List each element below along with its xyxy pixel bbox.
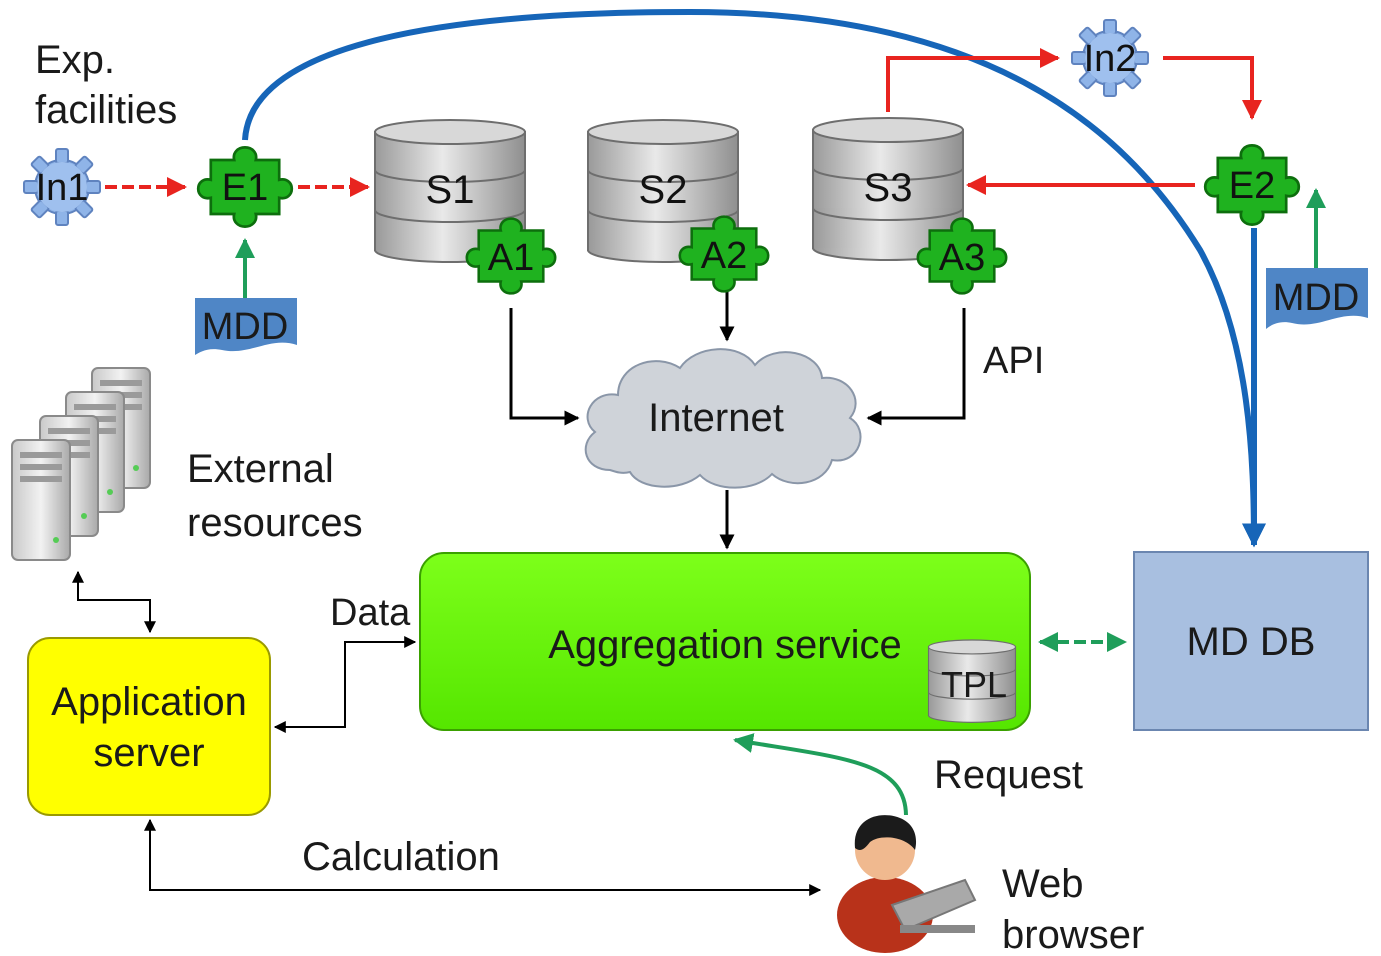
web-browser-label-line2: browser <box>1002 913 1144 956</box>
e1-label: E1 <box>222 167 268 209</box>
s2-label: S2 <box>639 168 688 212</box>
a2-label: A2 <box>701 235 747 277</box>
data-label: Data <box>330 592 411 634</box>
black-arrow-servers-appserver <box>72 570 156 634</box>
application-server-label-line1: Application <box>51 680 247 724</box>
tpl-label: TPL <box>941 664 1007 705</box>
black-arrow-a1-internet <box>509 308 580 426</box>
calculation-label: Calculation <box>302 835 500 879</box>
request-label: Request <box>934 753 1083 797</box>
md-db-box <box>1133 551 1369 731</box>
blue-arrow-e1-to-mddb <box>242 8 1266 548</box>
mdd-left-label: MDD <box>202 306 289 348</box>
black-arrow-calculation <box>144 818 822 896</box>
document-icon-mdd-right <box>1266 268 1368 329</box>
in2-label: In2 <box>1084 38 1137 80</box>
aggregation-service-label: Aggregation service <box>548 623 902 667</box>
md-db-label: MD DB <box>1187 620 1316 664</box>
e2-label: E2 <box>1229 165 1275 207</box>
black-arrow-appserver-agg <box>273 636 417 733</box>
a3-label: A3 <box>939 237 985 279</box>
s1-label: S1 <box>426 168 475 212</box>
black-arrow-a3-internet <box>866 308 966 426</box>
web-browser-label-line1: Web <box>1002 862 1084 906</box>
red-arrow-in2-e2 <box>1163 56 1262 120</box>
s3-label: S3 <box>864 166 913 210</box>
user-with-laptop-icon <box>837 815 977 953</box>
external-resources-label-line2: resources <box>187 501 363 545</box>
cloud-icon-internet <box>584 348 862 489</box>
red-arrow-s3-in2 <box>886 48 1060 112</box>
exp-facilities-label-line1: Exp. <box>35 38 115 82</box>
application-server-label-line2: server <box>93 731 204 775</box>
internet-label: Internet <box>648 396 784 440</box>
green-arrow-request <box>733 733 908 816</box>
api-label: API <box>983 340 1044 382</box>
in1-label: In1 <box>36 167 89 209</box>
external-resources-label-line1: External <box>187 447 334 491</box>
mdd-right-label: MDD <box>1273 277 1360 319</box>
aggregation-service-box <box>419 552 1031 731</box>
server-stack-icon <box>11 367 151 561</box>
exp-facilities-label-line2: facilities <box>35 88 177 132</box>
a1-label: A1 <box>488 237 534 279</box>
document-icon-mdd-left <box>195 298 297 355</box>
application-server-box <box>27 637 271 816</box>
